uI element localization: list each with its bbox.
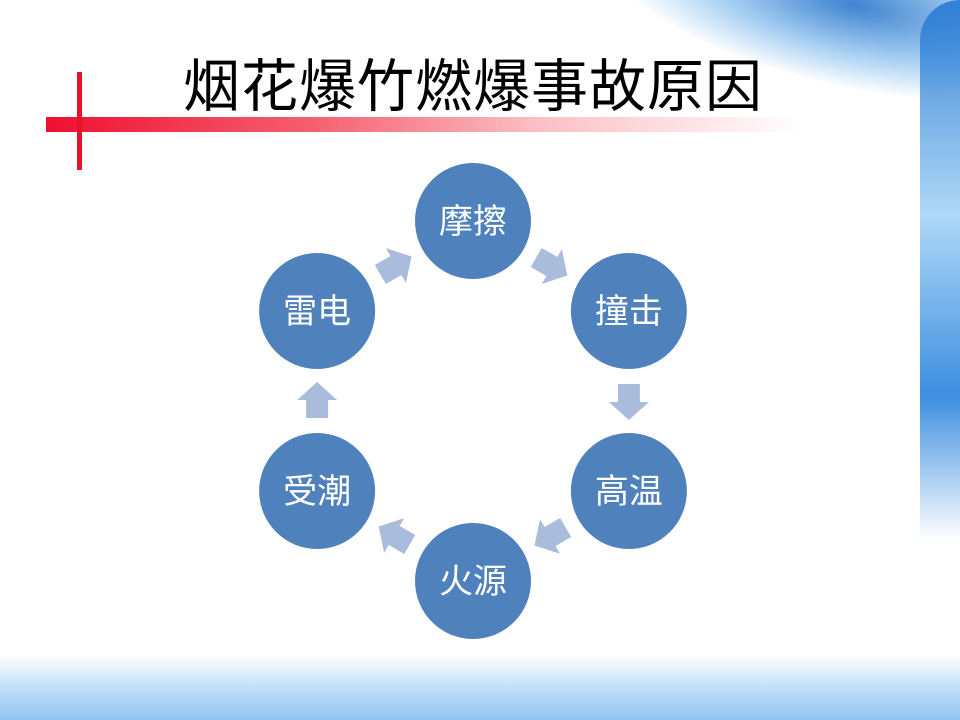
bottom-gradient-band <box>0 655 960 720</box>
cycle-node-label: 撞击 <box>595 292 663 332</box>
cycle-node-label: 高温 <box>595 472 663 512</box>
cycle-node-circle <box>570 433 687 549</box>
cycle-node-circle <box>570 253 687 369</box>
cycle-node-label: 受潮 <box>283 472 351 512</box>
cycle-arrow-icon <box>374 248 412 285</box>
cycle-arrow-icon <box>608 384 649 420</box>
cycle-node: 受潮 <box>259 433 376 549</box>
cycle-node: 雷电 <box>259 253 376 369</box>
cycle-arrow-icon <box>297 382 338 418</box>
cycle-arrow-icon <box>534 517 572 554</box>
red-title-underline <box>46 117 806 132</box>
slide-title: 烟花爆竹燃爆事故原因 <box>183 54 763 120</box>
cycle-node-label: 火源 <box>439 562 507 602</box>
cycle-node-circle <box>259 433 376 549</box>
cycle-node-label: 雷电 <box>283 292 351 332</box>
cycle-node: 火源 <box>415 523 531 639</box>
cycle-node: 高温 <box>570 433 687 549</box>
cycle-node: 撞击 <box>570 253 687 369</box>
cycle-node: 摩擦 <box>415 163 531 279</box>
cycle-node-circle <box>415 523 531 639</box>
cycle-node-circle <box>415 163 531 279</box>
cycle-arrow-icon <box>378 518 416 555</box>
red-cross-vertical-line <box>77 72 82 170</box>
cycle-node-circle <box>259 253 376 369</box>
blue-smoke-decoration-right <box>920 0 960 720</box>
cycle-arrow-icon <box>530 247 568 284</box>
cycle-node-label: 摩擦 <box>439 202 507 242</box>
